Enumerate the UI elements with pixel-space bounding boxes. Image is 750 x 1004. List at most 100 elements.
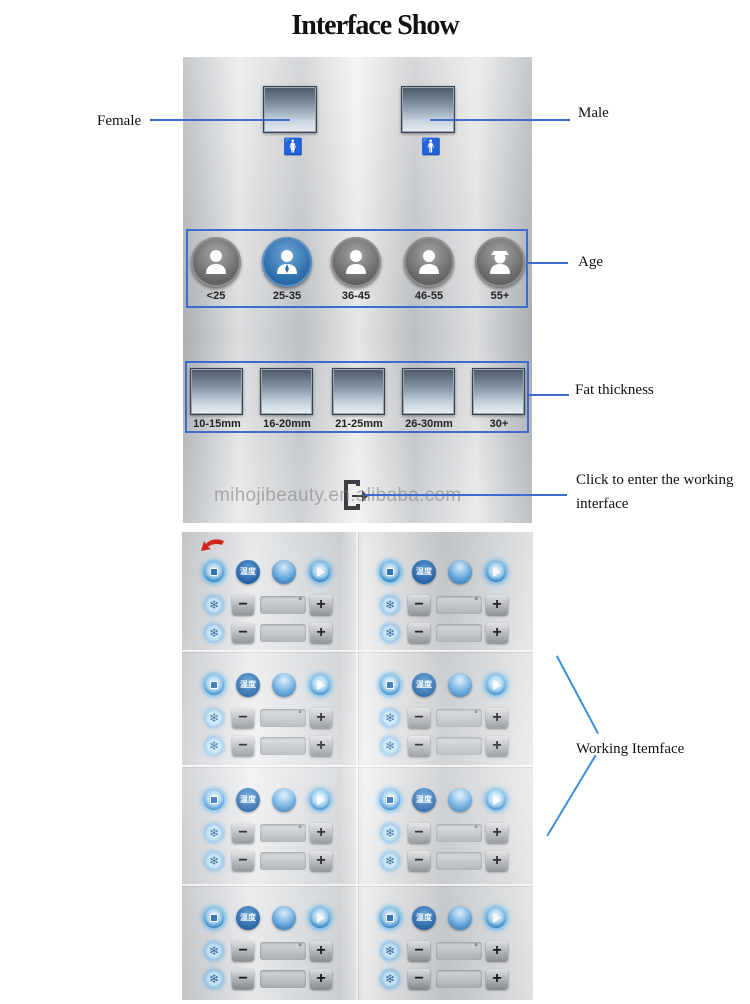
plus-button[interactable]: + (486, 623, 508, 643)
temperature-button[interactable]: 温度 (236, 673, 260, 697)
temperature-button[interactable]: 温度 (412, 560, 436, 584)
minus-button[interactable]: − (232, 708, 254, 728)
cooling-icon: ❄ (381, 709, 399, 727)
minus-button[interactable]: − (232, 623, 254, 643)
fat-button-10-15[interactable] (190, 368, 243, 415)
probe-shield-icon[interactable] (272, 788, 296, 812)
temperature-button[interactable]: 温度 (236, 560, 260, 584)
temperature-button[interactable]: 温度 (412, 788, 436, 812)
plus-button[interactable]: + (310, 941, 332, 961)
age-button-46-55[interactable] (404, 237, 454, 287)
start-button[interactable] (486, 790, 506, 810)
probe-shield-icon[interactable] (272, 673, 296, 697)
minus-button[interactable]: − (408, 736, 430, 756)
plus-button[interactable]: + (486, 969, 508, 989)
male-pointer-line (430, 119, 570, 121)
age-button-25-35[interactable] (262, 237, 312, 287)
probe-shield-icon[interactable] (448, 788, 472, 812)
probe-shield-icon[interactable] (448, 560, 472, 584)
temperature-button[interactable]: 温度 (236, 788, 260, 812)
temperature-button[interactable]: 温度 (412, 673, 436, 697)
start-button[interactable] (310, 790, 330, 810)
cooling-icon: ❄ (205, 852, 223, 870)
plus-button[interactable]: + (486, 708, 508, 728)
fat-button-16-20[interactable] (260, 368, 313, 415)
minus-button[interactable]: − (408, 595, 430, 615)
fat-button-21-25[interactable] (332, 368, 385, 415)
minus-button[interactable]: − (408, 851, 430, 871)
back-arrow-icon[interactable] (200, 537, 226, 555)
plus-button[interactable]: + (310, 708, 332, 728)
control-unit: 温度❄−°+❄−+ (202, 786, 362, 886)
degree-symbol: ° (474, 942, 478, 952)
probe-shield-icon[interactable] (448, 906, 472, 930)
fat-button-30-plus[interactable] (472, 368, 525, 415)
cooling-icon: ❄ (205, 970, 223, 988)
value-display: ° (436, 596, 482, 614)
power-button[interactable] (204, 675, 224, 695)
power-button[interactable] (380, 908, 400, 928)
plus-button[interactable]: + (310, 823, 332, 843)
temperature-button[interactable]: 温度 (236, 906, 260, 930)
plus-button[interactable]: + (310, 623, 332, 643)
minus-button[interactable]: − (232, 595, 254, 615)
age-button-under-25[interactable] (191, 237, 241, 287)
probe-shield-icon[interactable] (448, 673, 472, 697)
minus-button[interactable]: − (232, 736, 254, 756)
start-button[interactable] (486, 675, 506, 695)
power-button[interactable] (380, 675, 400, 695)
temperature-button[interactable]: 温度 (412, 906, 436, 930)
row-divider (182, 765, 533, 767)
probe-shield-icon[interactable] (272, 560, 296, 584)
start-button[interactable] (310, 675, 330, 695)
age-label: 55+ (490, 290, 510, 302)
minus-button[interactable]: − (408, 823, 430, 843)
minus-button[interactable]: − (408, 969, 430, 989)
level-display (260, 737, 306, 755)
fat-label: 10-15mm (193, 418, 241, 430)
minus-button[interactable]: − (232, 851, 254, 871)
minus-button[interactable]: − (232, 969, 254, 989)
plus-button[interactable]: + (486, 823, 508, 843)
plus-button[interactable]: + (310, 851, 332, 871)
plus-button[interactable]: + (310, 969, 332, 989)
female-button[interactable] (263, 86, 317, 133)
fat-pointer-line (529, 394, 569, 396)
minus-button[interactable]: − (408, 623, 430, 643)
age-button-55-plus[interactable] (475, 237, 525, 287)
power-button[interactable] (204, 790, 224, 810)
fat-button-26-30[interactable] (402, 368, 455, 415)
stop-square-icon (386, 914, 394, 922)
power-button[interactable] (204, 562, 224, 582)
plus-button[interactable]: + (486, 851, 508, 871)
plus-button[interactable]: + (310, 736, 332, 756)
minus-button[interactable]: − (232, 823, 254, 843)
play-icon (317, 567, 325, 577)
minus-button[interactable]: − (408, 941, 430, 961)
plus-button[interactable]: + (486, 595, 508, 615)
power-button[interactable] (380, 562, 400, 582)
level-display (260, 624, 306, 642)
value-display: ° (260, 824, 306, 842)
minus-button[interactable]: − (232, 941, 254, 961)
start-button[interactable] (310, 908, 330, 928)
power-button[interactable] (380, 790, 400, 810)
plus-button[interactable]: + (486, 941, 508, 961)
start-button[interactable] (310, 562, 330, 582)
age-highlight-box (186, 229, 528, 308)
power-button[interactable] (204, 908, 224, 928)
enter-icon[interactable] (340, 476, 368, 514)
enter-pointer-line (365, 494, 567, 496)
start-button[interactable] (486, 908, 506, 928)
page-title: Interface Show (291, 10, 459, 41)
value-display: ° (260, 709, 306, 727)
plus-button[interactable]: + (310, 595, 332, 615)
male-button[interactable] (401, 86, 455, 133)
minus-button[interactable]: − (408, 708, 430, 728)
start-button[interactable] (486, 562, 506, 582)
fat-label: 30+ (489, 418, 509, 430)
degree-symbol: ° (474, 596, 478, 606)
age-button-36-45[interactable] (331, 237, 381, 287)
plus-button[interactable]: + (486, 736, 508, 756)
probe-shield-icon[interactable] (272, 906, 296, 930)
